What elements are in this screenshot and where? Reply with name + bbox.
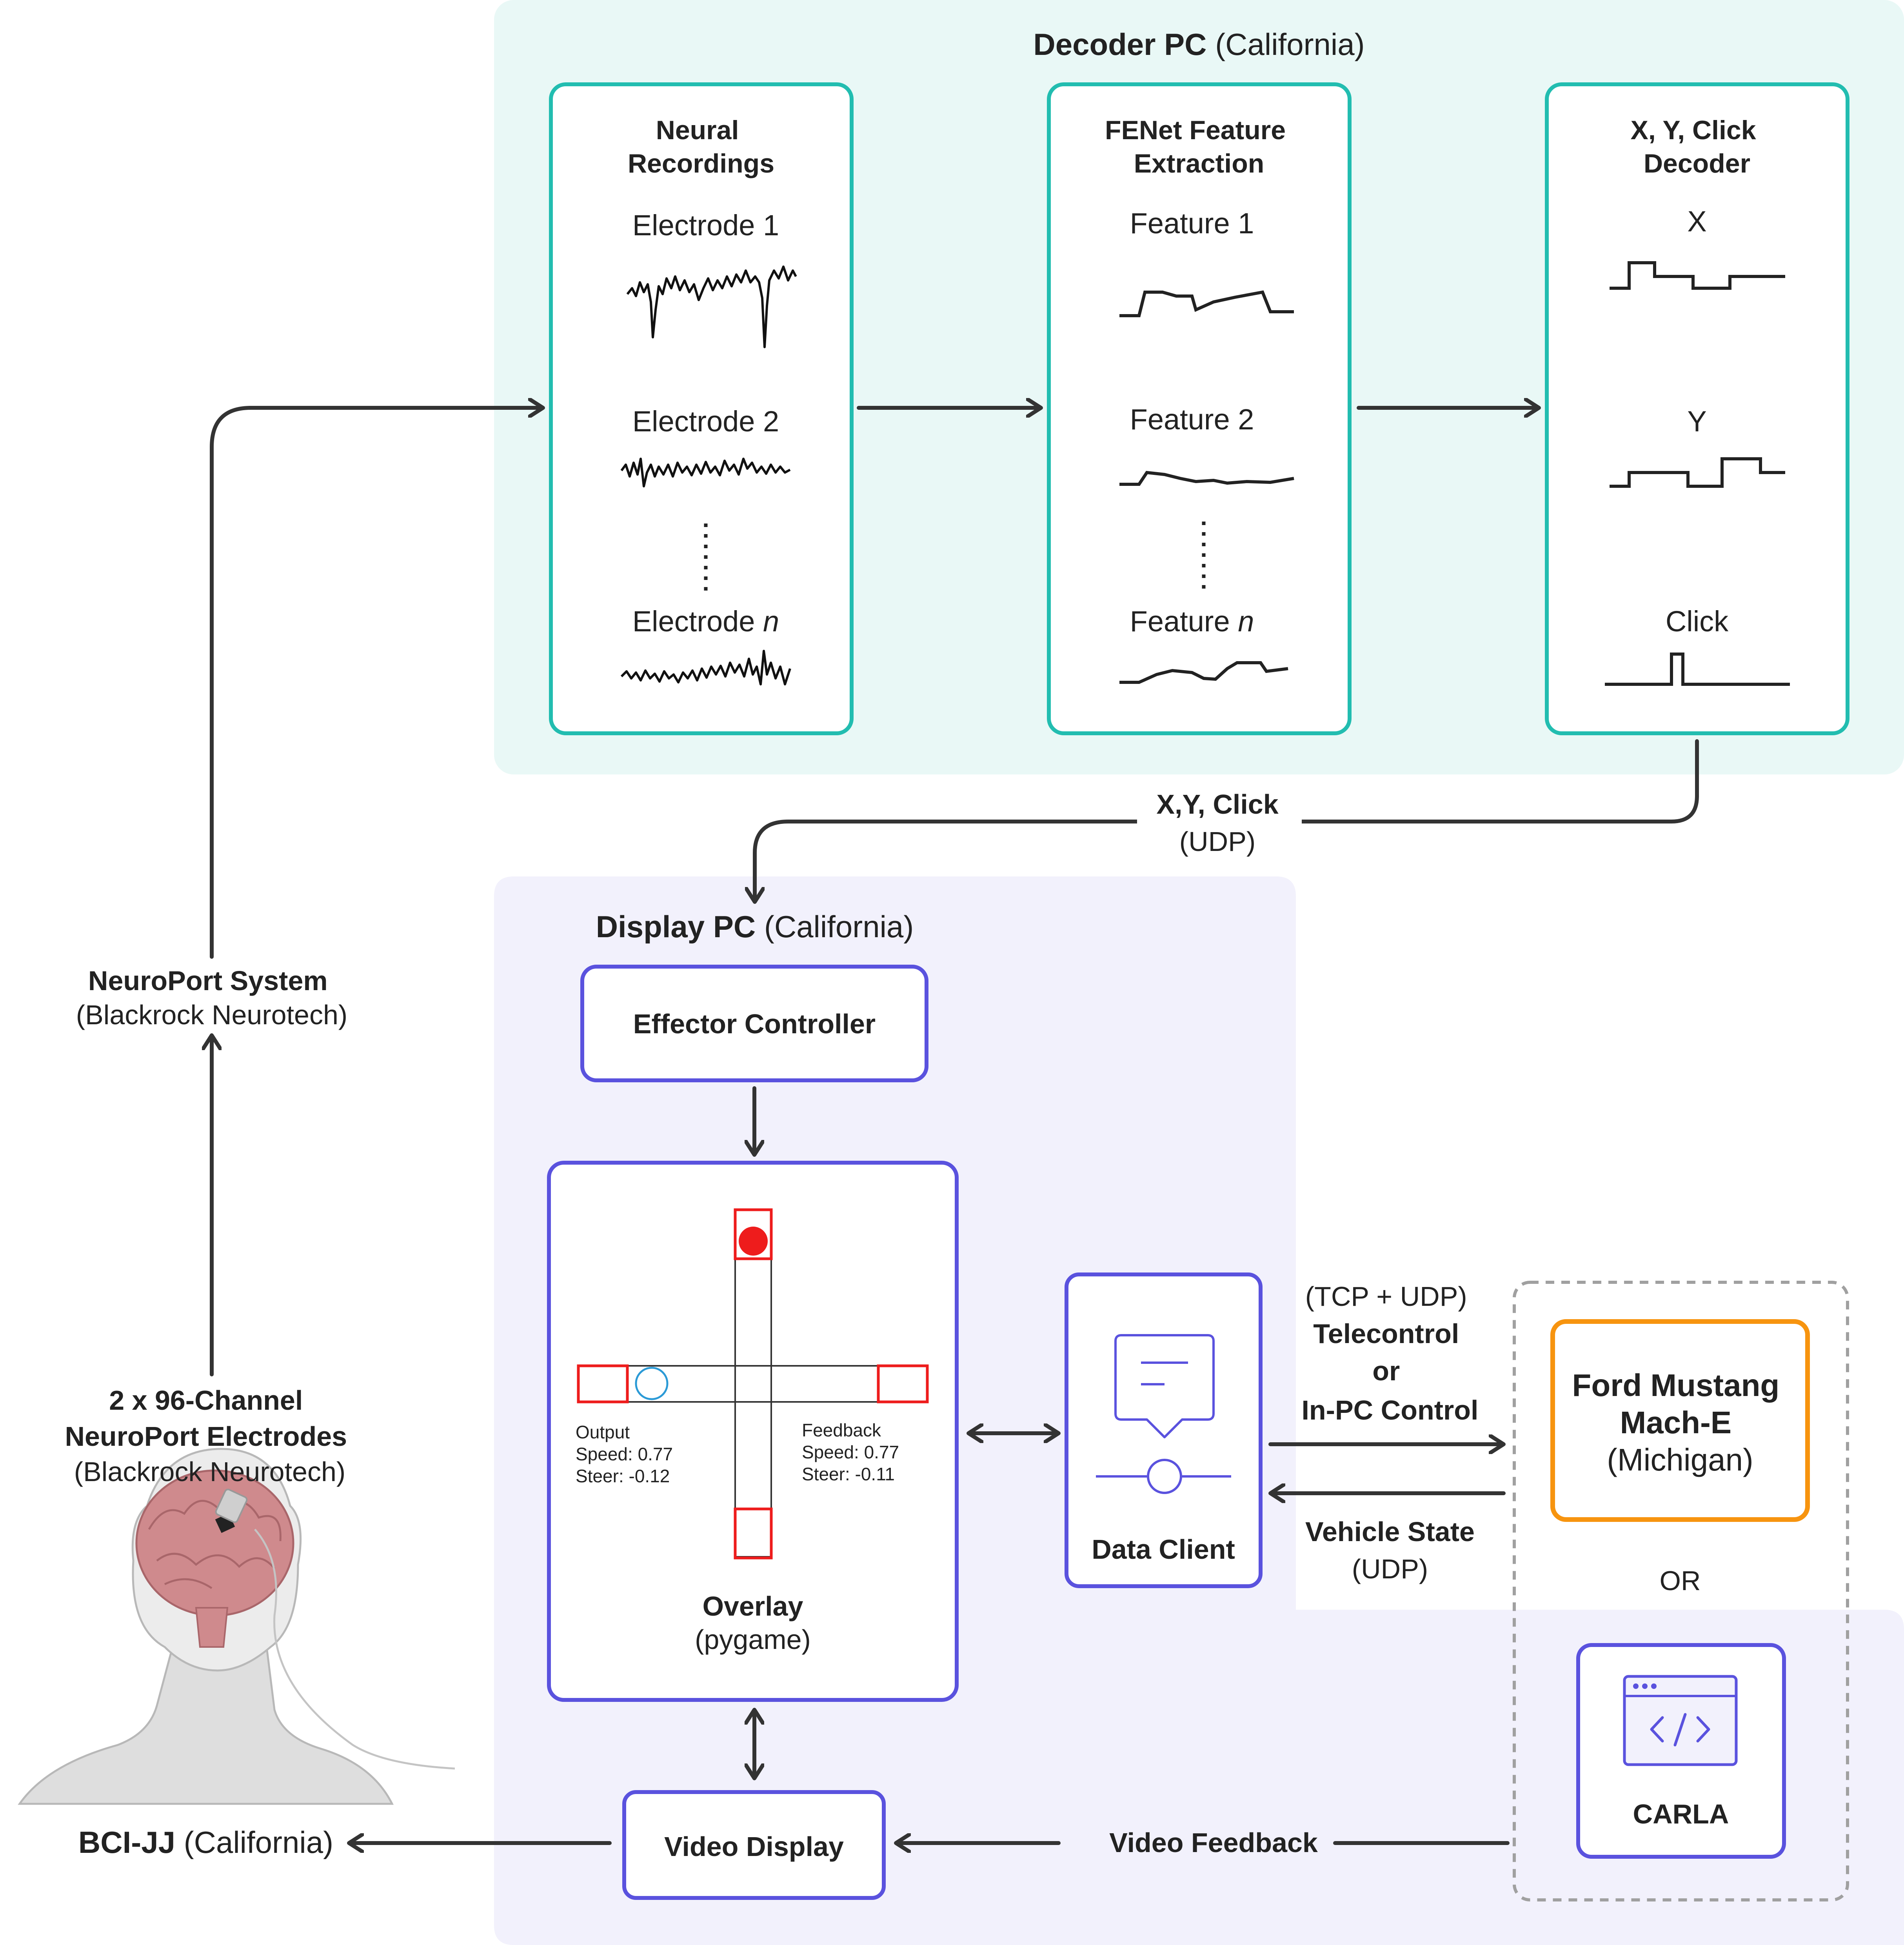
overlay-target-top xyxy=(734,1208,773,1260)
carla-label: CARLA xyxy=(1633,1799,1729,1829)
x-signal-label: X xyxy=(1687,205,1706,238)
y-signal-label: Y xyxy=(1687,405,1706,438)
overlay-title: Overlay xyxy=(703,1591,803,1621)
electrode-1-label: Electrode 1 xyxy=(632,209,779,242)
fenet-box: FENet Feature Extraction Feature 1 Featu… xyxy=(1047,82,1352,735)
effector-controller-box: Effector Controller xyxy=(580,965,928,1082)
decoder-pc-title: Decoder PC (California) xyxy=(1033,27,1364,62)
data-client-label: Data Client xyxy=(1092,1534,1235,1565)
xy-click-label-bg xyxy=(1137,780,1302,863)
vehicle-state-label: Vehicle State xyxy=(1305,1516,1475,1547)
vehicle-options-group xyxy=(1513,1281,1849,1901)
effector-controller-label: Effector Controller xyxy=(633,1009,876,1039)
electrodes-label: 2 x 96-Channel NeuroPort Electrodes (Bla… xyxy=(65,1385,354,1487)
feature-n-label: Feature n xyxy=(1130,605,1254,638)
video-feedback-label: Video Feedback xyxy=(1109,1827,1318,1858)
electrode-n-label: Electrode n xyxy=(632,605,779,638)
carla-box: CARLA xyxy=(1576,1643,1786,1859)
data-client-box: Data Client xyxy=(1065,1272,1263,1588)
click-signal-label: Click xyxy=(1666,605,1729,638)
overlay-subtitle: (pygame) xyxy=(695,1624,811,1655)
feature-1-label: Feature 1 xyxy=(1130,207,1254,240)
video-display-label: Video Display xyxy=(664,1831,844,1862)
y-signal-trace xyxy=(1610,457,1785,488)
chat-message-icon xyxy=(1114,1334,1215,1438)
x-signal-trace xyxy=(1610,261,1785,290)
overlay-output-cursor xyxy=(635,1367,669,1400)
overlay-target-right xyxy=(877,1364,929,1403)
feature-2-trace xyxy=(1119,471,1294,486)
telecontrol-label: (TCP + UDP) Telecontrol or In-PC Control xyxy=(1301,1281,1478,1425)
overlay-feedback-readout: Feedback Speed: 0.77 Steer: -0.11 xyxy=(802,1420,904,1484)
overlay-feedback-dot xyxy=(739,1227,768,1256)
electrode-2-trace xyxy=(620,458,791,487)
electrode-n-trace xyxy=(620,650,791,685)
code-window-icon xyxy=(1623,1675,1738,1766)
overlay-target-bottom xyxy=(734,1507,773,1560)
feature-1-trace xyxy=(1119,290,1294,317)
neural-recordings-title: Neural Recordings xyxy=(628,115,774,178)
display-pc-title: Display PC (California) xyxy=(596,909,914,944)
decoder-box: X, Y, Click Decoder X Y Click xyxy=(1545,82,1849,735)
participant-head-illustration xyxy=(18,1448,455,1805)
decoder-title: X, Y, Click Decoder xyxy=(1631,115,1764,178)
participant-label: BCI-JJ (California) xyxy=(78,1825,333,1860)
electrode-1-trace xyxy=(626,265,797,348)
click-signal-trace xyxy=(1605,653,1790,686)
overlay-target-left xyxy=(577,1364,629,1403)
or-label: OR xyxy=(1660,1565,1701,1596)
xy-click-label: X,Y, Click xyxy=(1156,789,1278,820)
neural-recordings-box: Neural Recordings Electrode 1 Electrode … xyxy=(549,82,854,735)
fenet-title: FENet Feature Extraction xyxy=(1105,115,1293,178)
ford-mustang-box: Ford Mustang Mach-E (Michigan) xyxy=(1550,1319,1810,1522)
connection-node-icon xyxy=(1096,1459,1231,1494)
neuroport-label: NeuroPort System (Blackrock Neurotech) xyxy=(76,965,347,1030)
xy-click-udp-label: (UDP) xyxy=(1179,826,1255,857)
arrow-neuroport-to-decoder xyxy=(210,408,545,959)
video-display-box: Video Display xyxy=(622,1790,886,1900)
ford-mustang-label: Ford Mustang Mach-E (Michigan) xyxy=(1572,1368,1788,1477)
arrow-decoder-to-display xyxy=(755,739,1699,904)
electrode-2-label: Electrode 2 xyxy=(632,405,779,438)
overlay-output-readout: Output Speed: 0.77 Steer: -0.12 xyxy=(576,1422,678,1486)
feature-n-trace xyxy=(1119,661,1288,684)
feature-2-label: Feature 2 xyxy=(1130,403,1254,436)
overlay-box: Output Speed: 0.77 Steer: -0.12 Feedback… xyxy=(547,1161,959,1702)
vehicle-state-udp-label: (UDP) xyxy=(1352,1554,1428,1584)
